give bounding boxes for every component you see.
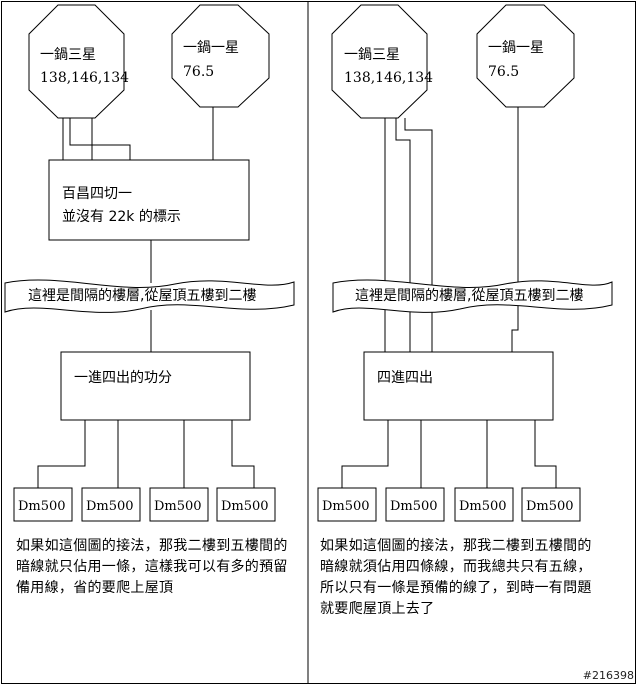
right-receiver-1 — [317, 487, 377, 522]
right-dish-a-freqs: 138,146,134 — [344, 70, 433, 86]
right-receiver-3-label: Dm500 — [459, 499, 507, 514]
left-dish-b-octagon — [171, 4, 270, 108]
right-dish-a-octagon — [331, 4, 428, 119]
right-dish-b-freq: 76.5 — [488, 64, 519, 80]
right-out-cable-1 — [341, 420, 389, 488]
right-floor-banner-text: 這裡是間隔的樓層,從屋頂五樓到二樓 — [355, 288, 583, 304]
left-receiver-3-label: Dm500 — [154, 499, 202, 514]
right-dish-a-title: 一鍋三星 — [344, 47, 400, 63]
left-explanation-note: 如果如這個圖的接法，那我二樓到五樓間的 暗線就只佔用一條，這樣我可以有多的預留 … — [16, 538, 288, 596]
image-id-watermark: #216398 — [582, 669, 634, 682]
right-receiver-4-label: Dm500 — [526, 499, 574, 514]
right-receiver-3 — [454, 487, 514, 522]
left-out-cable-4 — [231, 420, 255, 488]
left-splitter-line1: 百昌四切一 — [62, 186, 132, 202]
left-receiver-1 — [13, 487, 73, 522]
left-multiswitch-label: 一進四出的功分 — [74, 370, 172, 386]
left-floor-banner — [4, 279, 295, 313]
left-panel: 一鍋三星 138,146,134 一鍋一星 76.5 百昌四切一 並沒有 22k… — [4, 4, 295, 522]
left-out-cable-1 — [37, 420, 86, 488]
left-receiver-4-label: Dm500 — [221, 499, 269, 514]
left-dish-a-freqs: 138,146,134 — [40, 70, 129, 86]
right-floor-banner — [332, 279, 613, 313]
left-receiver-4 — [216, 487, 276, 522]
left-dish-a-title: 一鍋三星 — [40, 47, 96, 63]
right-cable-2 — [395, 118, 411, 352]
left-receiver-3 — [149, 487, 209, 522]
left-splitter-line2: 並沒有 22k 的標示 — [62, 208, 181, 225]
right-panel: 一鍋三星 138,146,134 一鍋一星 76.5 這裡是間隔的樓層,從屋頂五… — [317, 4, 613, 522]
left-splitter-box — [48, 159, 250, 241]
right-multiswitch-label: 四進四出 — [377, 370, 433, 386]
left-dish-a-octagon — [28, 4, 125, 119]
left-receiver-2-label: Dm500 — [86, 499, 134, 514]
left-receiver-1-label: Dm500 — [18, 499, 66, 514]
right-receiver-2-label: Dm500 — [390, 499, 438, 514]
left-dish-b-title: 一鍋一星 — [183, 40, 239, 56]
left-cable-a3 — [69, 118, 131, 160]
right-dish-b-octagon — [476, 4, 575, 108]
right-cable-3 — [404, 118, 433, 352]
left-floor-banner-text: 這裡是間隔的樓層,從屋頂五樓到二樓 — [28, 288, 256, 304]
right-cable-4 — [511, 107, 519, 352]
right-multiswitch-box — [363, 351, 554, 421]
left-multiswitch-box — [60, 351, 251, 421]
right-receiver-1-label: Dm500 — [322, 499, 370, 514]
right-out-cable-4 — [534, 420, 557, 488]
left-receiver-2 — [81, 487, 141, 522]
left-dish-b-freq: 76.5 — [183, 64, 214, 80]
right-dish-b-title: 一鍋一星 — [488, 40, 544, 56]
right-receiver-4 — [521, 487, 581, 522]
right-explanation-note: 如果如這個圖的接法，那我二樓到五樓間的 暗線就須佔用四條線，而我總共只有五線， … — [320, 538, 592, 617]
right-receiver-2 — [385, 487, 445, 522]
